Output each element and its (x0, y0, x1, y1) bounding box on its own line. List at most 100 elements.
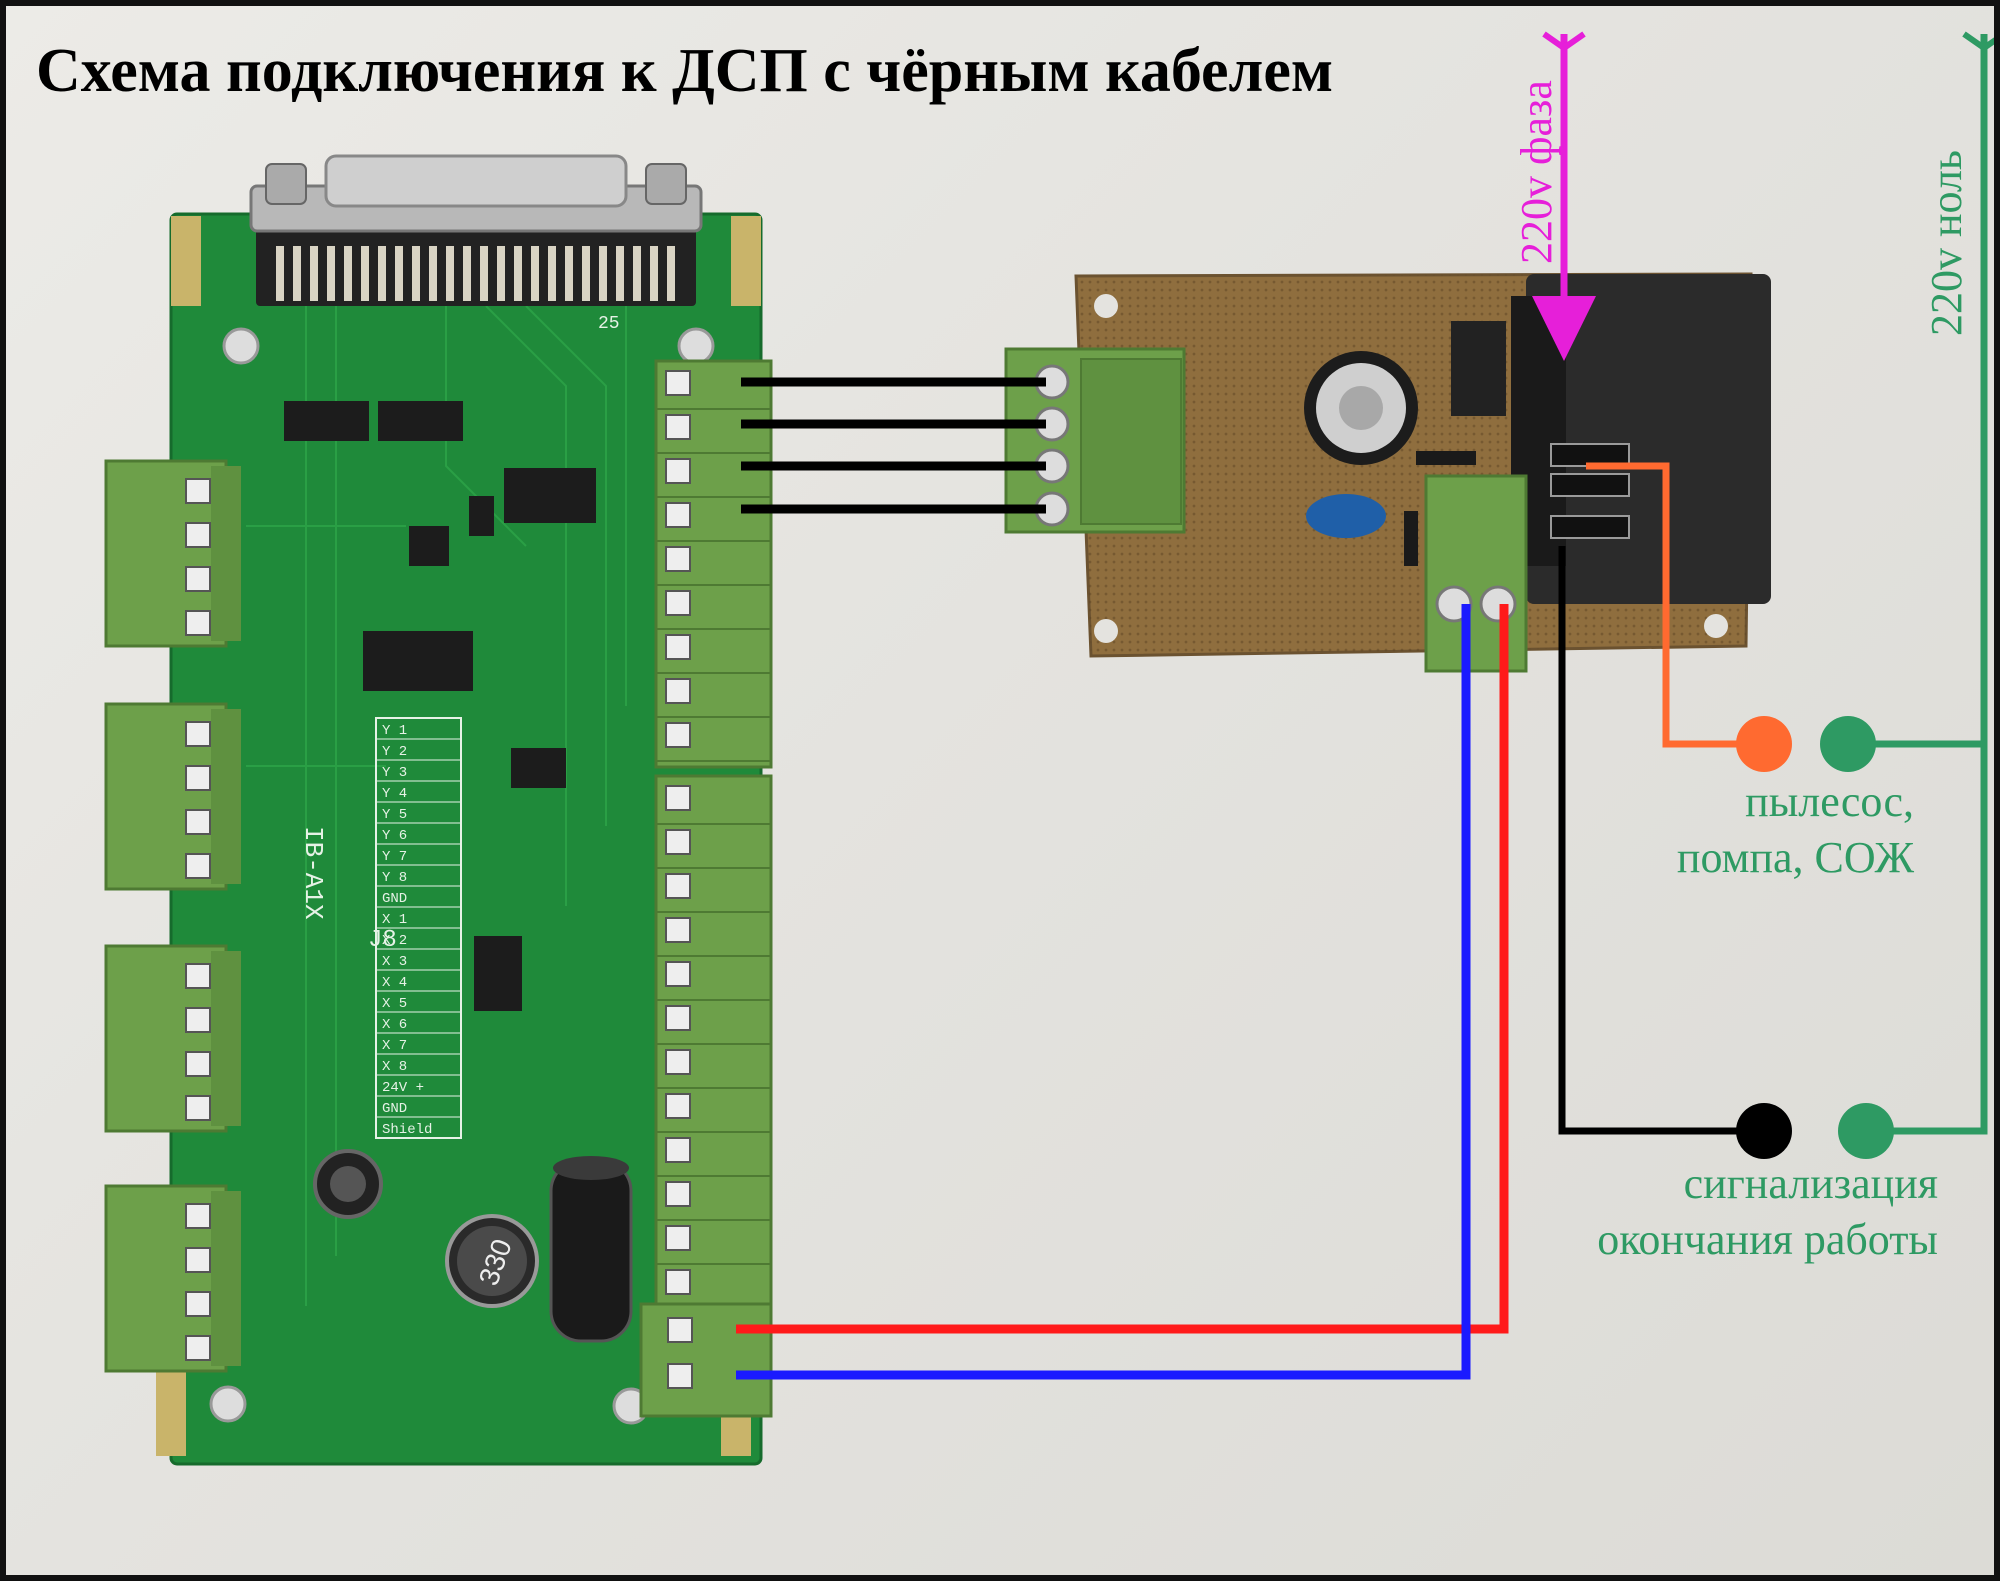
db25-pin (446, 246, 454, 301)
db25-pin (293, 246, 301, 301)
wire-blue (736, 604, 1471, 1380)
pin-table-cell: Y 2 (382, 744, 407, 760)
power-terminal (639, 1302, 773, 1418)
vacuum-label-line1: пылесос, (1745, 777, 1914, 826)
terminal-screw (185, 1095, 211, 1121)
terminal-screw (665, 678, 691, 704)
vacuum-orange-terminal (1736, 716, 1792, 772)
terminal-screw (665, 829, 691, 855)
wire-red (736, 604, 1509, 1334)
signal-label-line1: сигнализация (1683, 1159, 1938, 1208)
db25-pin (378, 246, 386, 301)
terminal-screw (665, 1049, 691, 1075)
db25-pin (582, 246, 590, 301)
terminal-screw (185, 610, 211, 636)
diagram-title: Схема подключения к ДСП с чёрным кабелем (36, 37, 1334, 105)
signal-black-terminal (1736, 1103, 1792, 1159)
db25-pin (599, 246, 607, 301)
board-capacitor-small (313, 1149, 383, 1219)
db25-pin (514, 246, 522, 301)
terminal-screw (665, 722, 691, 748)
terminal-screw (665, 785, 691, 811)
wire-orange (1586, 462, 1764, 748)
pin-table-cell: Y 4 (382, 786, 407, 802)
db25-pin (327, 246, 335, 301)
signal-green-terminal (1838, 1103, 1894, 1159)
phase-arrowhead (1532, 296, 1596, 361)
db25-pin (412, 246, 420, 301)
ic-chips (284, 401, 596, 1011)
terminal-screw (665, 1137, 691, 1163)
data-wires (741, 377, 1046, 514)
pin-table-cell: X 8 (382, 1059, 407, 1075)
db25-pin (497, 246, 505, 301)
board-silkscreen: IB-A1X (298, 826, 328, 920)
db25-pin (344, 246, 352, 301)
terminal-screw (185, 522, 211, 548)
signal-label-line2: окончания работы (1597, 1215, 1938, 1264)
terminal-screw (665, 634, 691, 660)
terminal-screw (665, 1269, 691, 1295)
db25-pin (361, 246, 369, 301)
terminal-screw (665, 546, 691, 572)
terminal-screw (185, 1203, 211, 1229)
terminal-screw (665, 1093, 691, 1119)
db25-pin (616, 246, 624, 301)
db25-pin (548, 246, 556, 301)
pin-table-cell: X 6 (382, 1017, 407, 1033)
terminal-screw (667, 1363, 693, 1389)
db25-pin (633, 246, 641, 301)
pin-table-cell: X 7 (382, 1038, 407, 1054)
terminal-screw (665, 502, 691, 528)
vacuum-green-terminal (1820, 716, 1876, 772)
terminal-screw (665, 370, 691, 396)
terminal-screw (185, 853, 211, 879)
board-capacitor-large (549, 1156, 633, 1343)
pin-table-cell: X 5 (382, 996, 407, 1012)
terminal-block-side (211, 709, 241, 884)
wire-black-signal (1558, 546, 1761, 1135)
terminal-screw (185, 1335, 211, 1361)
db25-pin (463, 246, 471, 301)
signal-label: сигнализация окончания работы (1597, 1156, 1938, 1268)
terminal-block-side (211, 466, 241, 641)
terminal-block-side (211, 1191, 241, 1366)
db25-pin (650, 246, 658, 301)
db25-connector (249, 154, 703, 306)
relay-module (1004, 272, 1771, 673)
pin-table-cell: GND (382, 891, 407, 907)
db25-pin (310, 246, 318, 301)
db25-pin (480, 246, 488, 301)
db25-pin (531, 246, 539, 301)
terminal-screw (185, 721, 211, 747)
pin-table-cell: X 4 (382, 975, 407, 991)
left-terminal-blocks (104, 459, 241, 1373)
phase-label: 220v фаза (1512, 80, 1561, 264)
neutral-label: 220v ноль (1922, 150, 1971, 336)
pin-table-cell: Y 6 (382, 828, 407, 844)
power-terminal-body (639, 1302, 773, 1418)
connector-j8-label: J8 (368, 927, 397, 954)
pin-table-cell: Y 8 (382, 870, 407, 886)
terminal-screw (185, 1051, 211, 1077)
terminal-screw (665, 590, 691, 616)
terminal-screw (665, 458, 691, 484)
terminal-screw (185, 809, 211, 835)
terminal-screw (185, 765, 211, 791)
neutral-wire-cap (1962, 31, 1994, 52)
pin-table-cell: X 1 (382, 912, 407, 928)
db25-pin (565, 246, 573, 301)
phase-wire-cap (1542, 31, 1586, 52)
pin-table-cell: 24V + (382, 1080, 424, 1096)
board-inductor: 330 (445, 1214, 539, 1308)
vacuum-label-line2: помпа, СОЖ (1676, 833, 1914, 882)
terminal-screw (185, 566, 211, 592)
terminal-screw (185, 963, 211, 989)
pin-table-cell: Y 5 (382, 807, 407, 823)
db25-pin (395, 246, 403, 301)
terminal-screw (665, 1181, 691, 1207)
pin-count-label: 25 (598, 314, 620, 334)
